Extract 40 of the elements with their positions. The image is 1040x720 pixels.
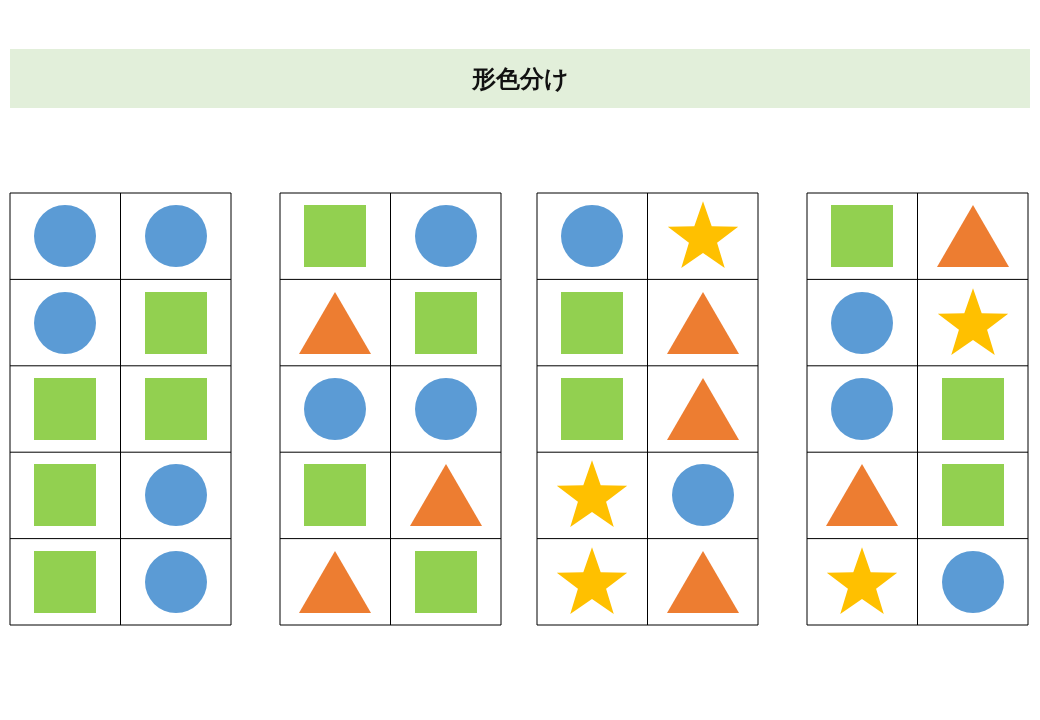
triangle-icon [299, 291, 372, 354]
square-icon [561, 378, 624, 440]
grid-table [10, 193, 231, 625]
circle-icon [671, 464, 734, 527]
triangle-icon [666, 550, 739, 613]
grid-table [807, 193, 1028, 625]
square-icon [941, 378, 1004, 440]
circle-icon [34, 291, 97, 354]
triangle-icon [409, 464, 482, 527]
square-icon [561, 291, 624, 354]
circle-icon [414, 378, 477, 440]
square-icon [34, 550, 97, 613]
title-banner: 形色分け [10, 49, 1030, 108]
triangle-icon [936, 205, 1009, 268]
grid-table [280, 193, 501, 625]
square-icon [304, 464, 367, 527]
circle-icon [144, 550, 207, 613]
square-icon [34, 378, 97, 440]
square-icon [304, 205, 367, 268]
triangle-icon [826, 464, 899, 527]
square-icon [144, 291, 207, 354]
square-icon [831, 205, 894, 268]
grid-table [537, 193, 758, 625]
circle-icon [831, 291, 894, 354]
circle-icon [831, 378, 894, 440]
circle-icon [561, 205, 624, 268]
triangle-icon [666, 378, 739, 440]
circle-icon [414, 205, 477, 268]
circle-icon [34, 205, 97, 268]
square-icon [414, 291, 477, 354]
circle-icon [304, 378, 367, 440]
circle-icon [941, 550, 1004, 613]
square-icon [414, 550, 477, 613]
square-icon [34, 464, 97, 527]
square-icon [941, 464, 1004, 527]
circle-icon [144, 464, 207, 527]
triangle-icon [666, 291, 739, 354]
square-icon [144, 378, 207, 440]
circle-icon [144, 205, 207, 268]
triangle-icon [299, 550, 372, 613]
